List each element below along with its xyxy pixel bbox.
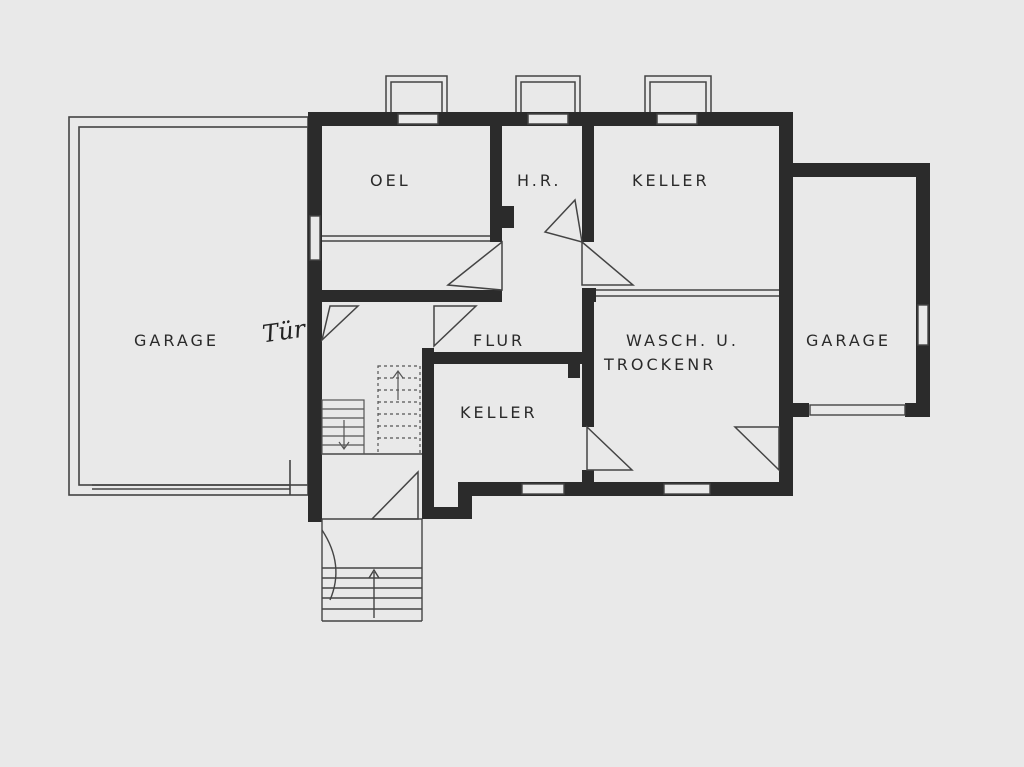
bottom-windows (309, 215, 929, 495)
interior-thin-lines (320, 198, 780, 520)
room-label-oel: OEL (370, 171, 411, 190)
room-label-hr: H.R. (517, 171, 561, 190)
handwritten-door-note: Tür (261, 314, 309, 348)
room-label-garage-right: GARAGE (806, 331, 891, 350)
room-label-garage-left: GARAGE (134, 331, 219, 350)
entrance-steps (321, 519, 423, 622)
interior-stairs (321, 365, 421, 455)
left-garage-outline (68, 116, 309, 496)
room-label-wasch-line2: TROCKENR (603, 355, 716, 374)
room-label-keller-bottom: KELLER (460, 403, 538, 422)
room-label-wasch-line1: WASCH. U. (626, 331, 739, 350)
room-label-flur: FLUR (473, 331, 525, 350)
top-window-bays (385, 75, 712, 125)
room-label-keller-top: KELLER (632, 171, 710, 190)
